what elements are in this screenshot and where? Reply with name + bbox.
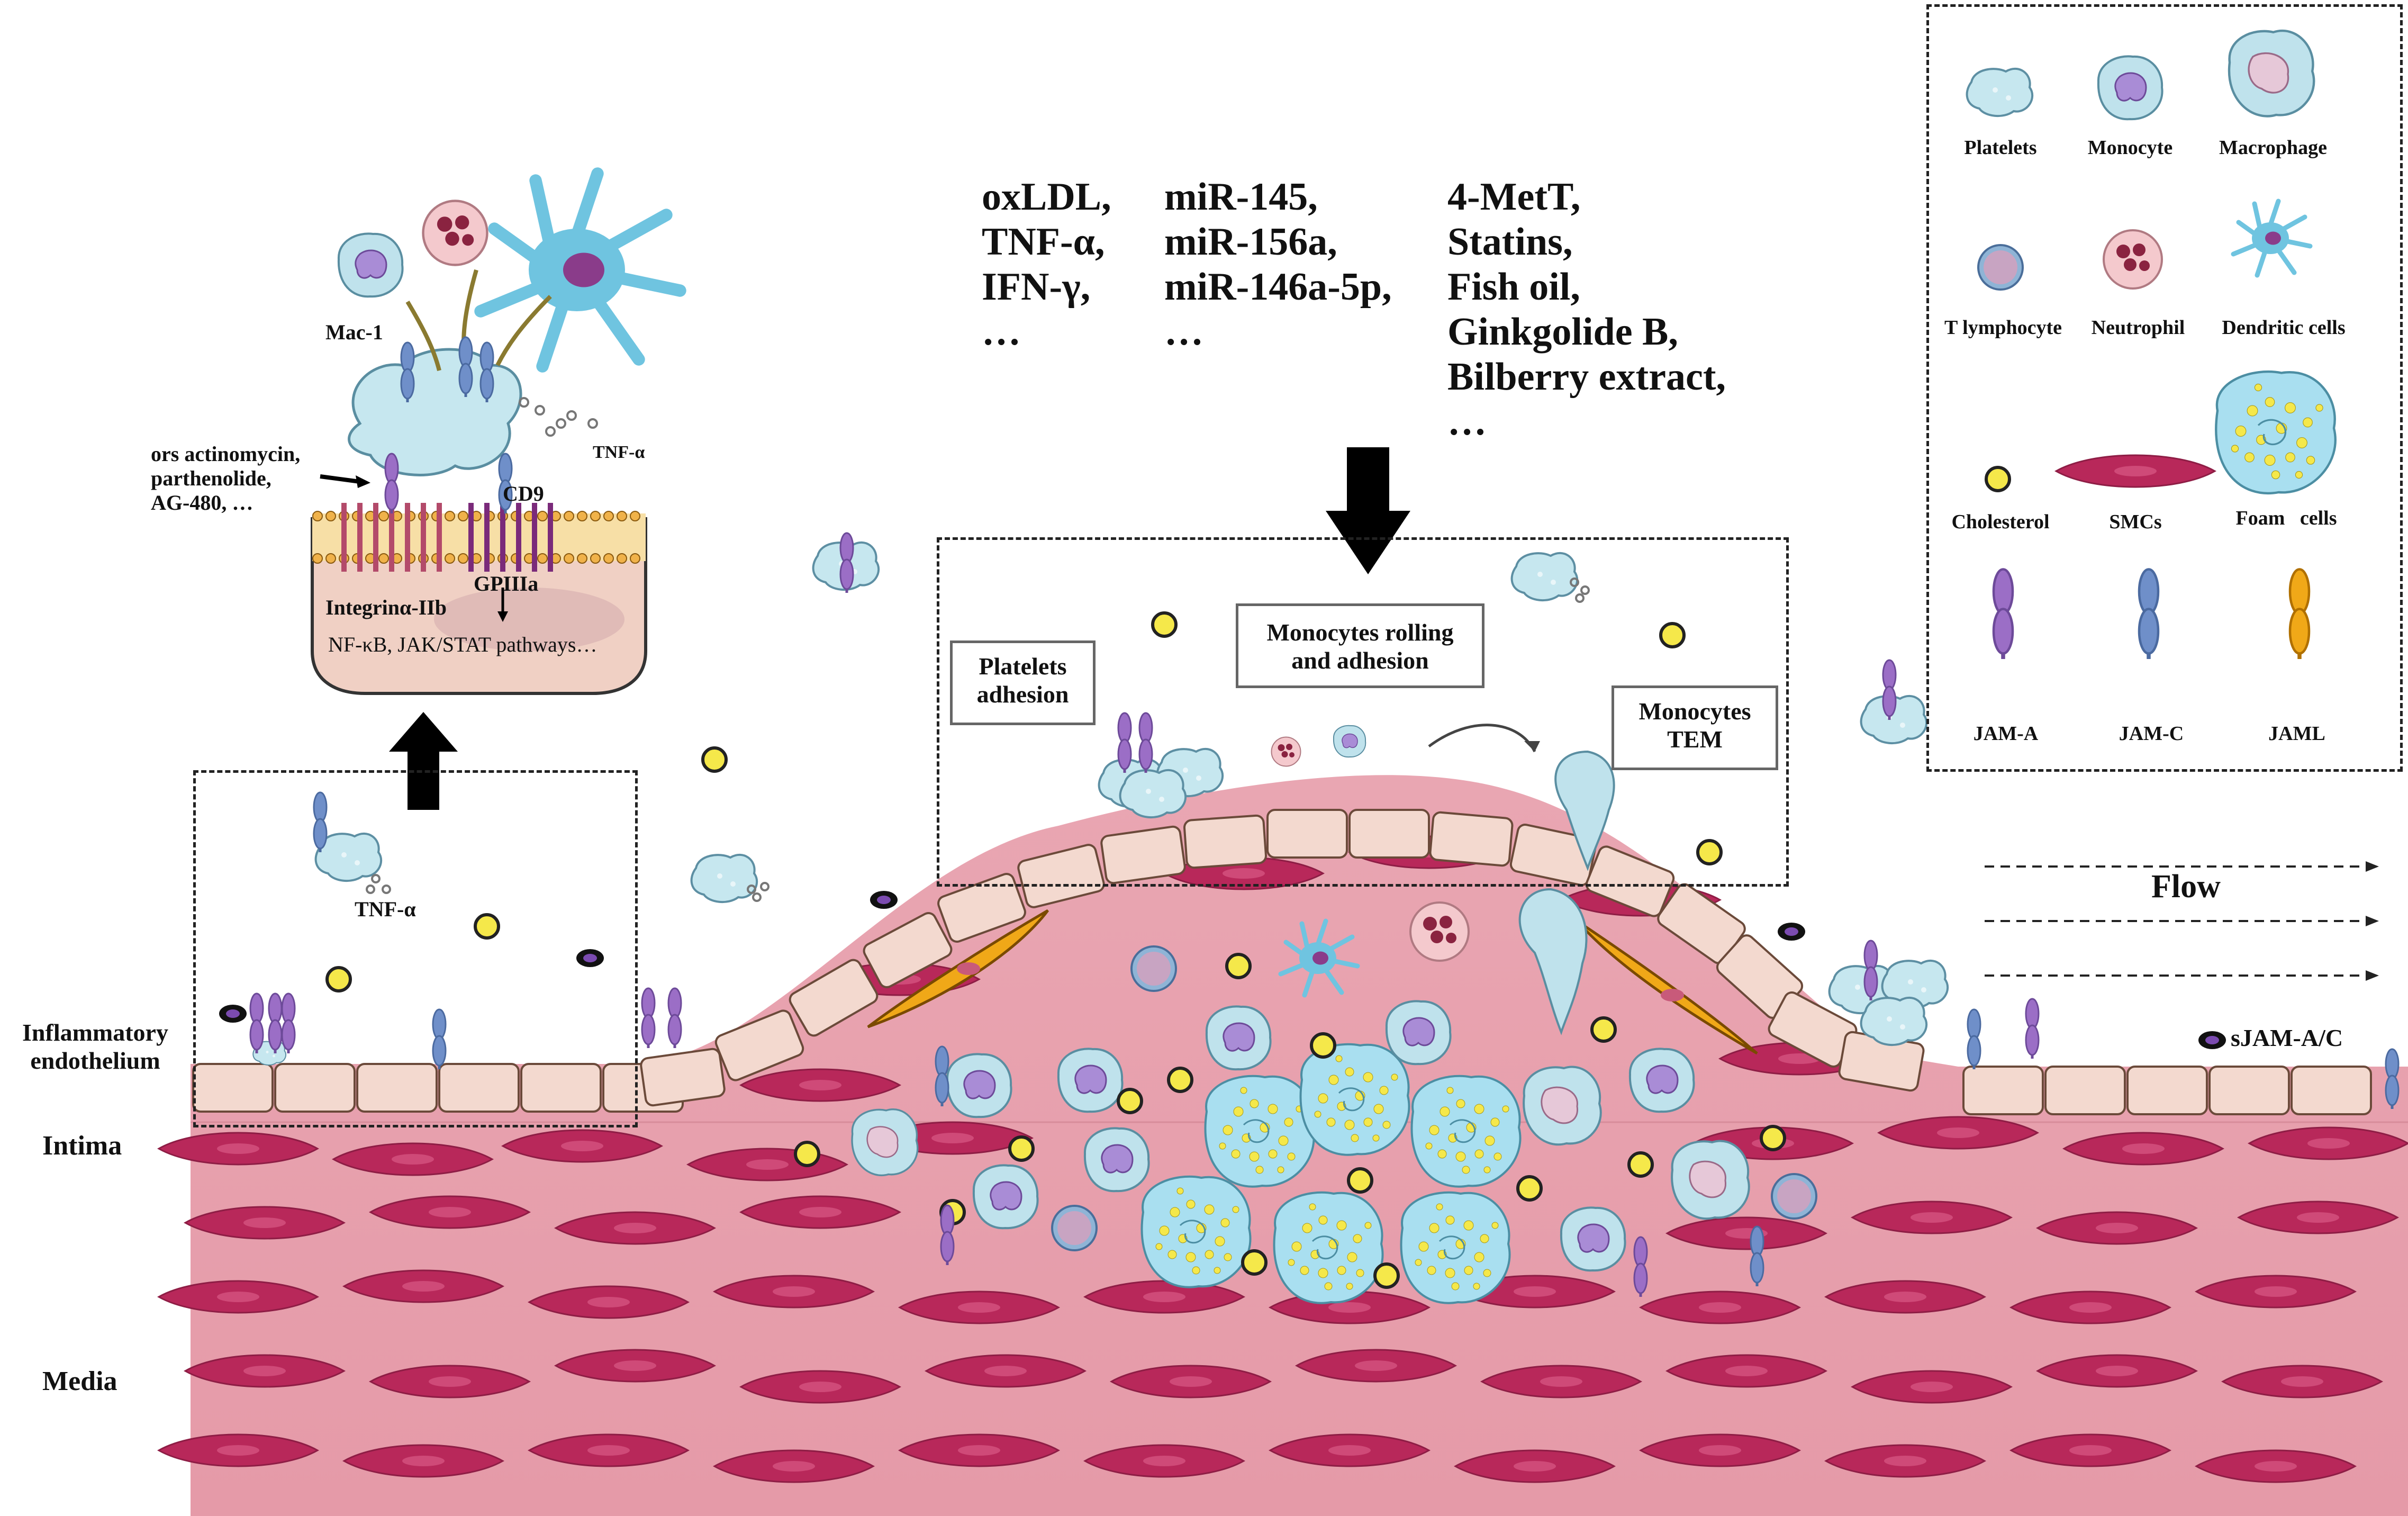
tnf-label-top: TNF-α	[593, 443, 645, 462]
monocytes-rolling-line2: and adhesion	[1291, 646, 1429, 674]
stimulus-ellipsis-3: …	[1447, 400, 1487, 444]
monocytes-tem-box: Monocytes TEM	[1612, 685, 1778, 770]
flow-label: Flow	[2151, 869, 2221, 905]
stimulus-tnf: TNF-α,	[982, 220, 1105, 264]
endothelium-line1: Inflammatory	[22, 1019, 168, 1046]
inhibitor-3: AG-480, …	[151, 491, 254, 515]
legend-label-macrophage: Macrophage	[2219, 137, 2328, 159]
legend-label-jam-c: JAM-C	[2119, 723, 2184, 745]
inhibitors-label: ors actinomycin, parthenolide, AG-480, …	[151, 442, 300, 515]
legend-label-neutrophil: Neutrophil	[2091, 317, 2185, 339]
cd9-label: CD9	[503, 482, 544, 506]
platelets-adhesion-box: Platelets adhesion	[950, 640, 1096, 725]
integrin-label: Integrinα-IIb	[325, 595, 447, 619]
legend-box	[1926, 4, 2403, 772]
stimulus-mir156a: miR-156a,	[1164, 220, 1337, 264]
legend-label-foam-cells: Foam cells	[2235, 507, 2337, 529]
monocytes-tem-line2: TEM	[1667, 725, 1723, 753]
legend-label-dendritic-cells: Dendritic cells	[2222, 317, 2346, 339]
stimulus-ginkgolide: Ginkgolide B,	[1447, 310, 1678, 354]
monocytes-rolling-box: Monocytes rolling and adhesion	[1236, 603, 1484, 688]
legend-label-platelets: Platelets	[1964, 137, 2037, 159]
legend-label-t-lymphocyte: T lymphocyte	[1944, 317, 2062, 339]
stimulus-ifn: IFN-γ,	[982, 265, 1091, 309]
stimulus-statins: Statins,	[1447, 220, 1573, 264]
stimulus-oxldl: oxLDL,	[982, 175, 1111, 219]
intima-label: Intima	[42, 1131, 122, 1161]
pathways-label: NF-κB, JAK/STAT pathways…	[328, 633, 598, 656]
left-dashed-region	[193, 770, 638, 1127]
center-dashed-region	[937, 537, 1789, 887]
legend-label-jam-a: JAM-A	[1973, 723, 2039, 745]
endothelium-label: Inflammatory endothelium	[0, 1019, 191, 1075]
media-label: Media	[42, 1366, 117, 1396]
stimuli-column-3: 4-MetT, Statins, Fish oil, Ginkgolide B,…	[1447, 175, 1726, 445]
sjam-label: sJAM-A/C	[2231, 1024, 2343, 1051]
tnf-label-bottom: TNF-α	[355, 897, 416, 921]
inhibitor-2: parthenolide,	[151, 466, 271, 490]
gpiiia-label: GPIIIa	[474, 572, 539, 595]
monocytes-tem-line1: Monocytes	[1638, 698, 1751, 725]
stimuli-column-1: oxLDL, TNF-α, IFN-γ, …	[982, 175, 1111, 355]
legend-label-monocyte: Monocyte	[2087, 137, 2173, 159]
platelets-adhesion-line2: adhesion	[976, 680, 1069, 708]
stimuli-column-2: miR-145, miR-156a, miR-146a-5p, …	[1164, 175, 1392, 355]
stimulus-fish-oil: Fish oil,	[1447, 265, 1580, 309]
platelets-adhesion-line1: Platelets	[979, 653, 1067, 680]
endothelium-line2: endothelium	[30, 1046, 160, 1074]
stimulus-mir145: miR-145,	[1164, 175, 1318, 219]
stimulus-bilberry: Bilberry extract,	[1447, 355, 1726, 399]
stimulus-ellipsis-2: …	[1164, 310, 1203, 354]
legend-label-smcs: SMCs	[2109, 511, 2162, 533]
legend-label-cholesterol: Cholesterol	[1951, 511, 2050, 533]
mac1-label: Mac-1	[325, 320, 383, 344]
stimulus-4mett: 4-MetT,	[1447, 175, 1581, 219]
stimulus-mir146a: miR-146a-5p,	[1164, 265, 1392, 309]
stimulus-ellipsis-1: …	[982, 310, 1021, 354]
inhibitor-1: ors actinomycin,	[151, 442, 301, 466]
legend-label-jaml: JAML	[2268, 723, 2325, 745]
monocytes-rolling-line1: Monocytes rolling	[1266, 619, 1454, 646]
